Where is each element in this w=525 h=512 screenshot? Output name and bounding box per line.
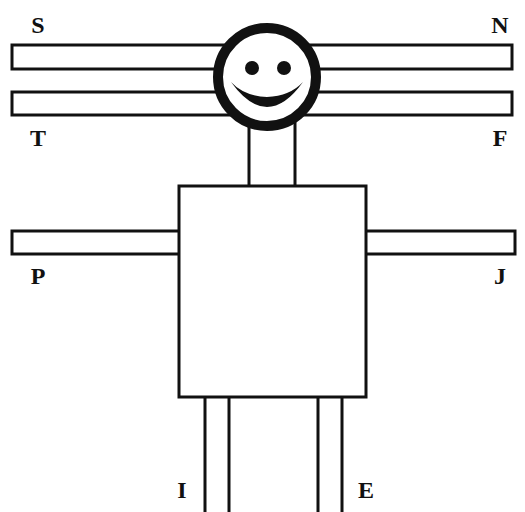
head [218, 28, 316, 126]
axis-letter: N [491, 13, 508, 37]
right-arm [363, 231, 515, 254]
body-box [179, 186, 366, 397]
neck [249, 122, 295, 188]
smile [231, 82, 303, 107]
left-leg [205, 395, 229, 512]
axis-letter: F [493, 126, 508, 150]
axis-letter: S [31, 13, 44, 37]
axis-letter: T [30, 126, 46, 150]
axis-letter: P [31, 264, 46, 288]
axis-letter: E [358, 478, 374, 502]
left-eye [245, 61, 259, 75]
right-eye [277, 61, 291, 75]
axis-letter: I [177, 478, 186, 502]
axis-letter: J [494, 264, 506, 288]
left-arm [12, 231, 182, 254]
right-leg [318, 395, 342, 512]
